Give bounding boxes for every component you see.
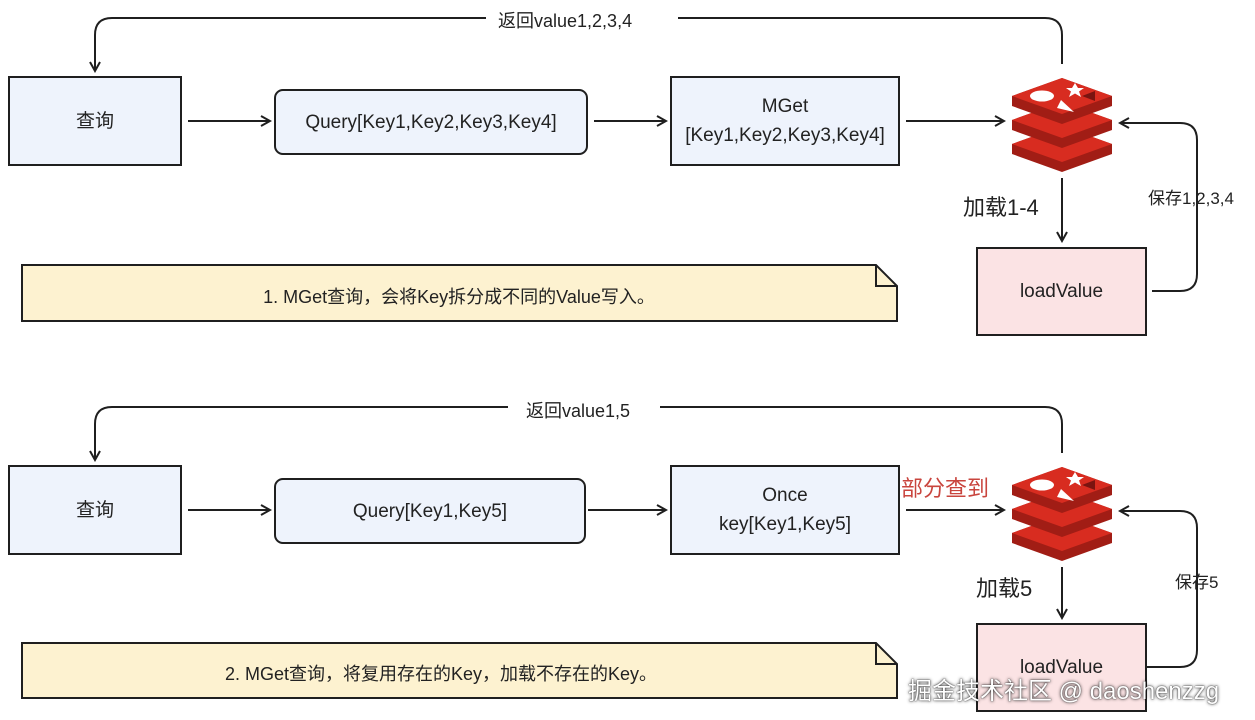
once-label: Once xyxy=(762,485,808,506)
arrow-save-back-2 xyxy=(1120,511,1198,668)
load-label-2: 加载5 xyxy=(976,576,1033,601)
arrow-save-back xyxy=(1120,123,1198,292)
query-box-label: 查询 xyxy=(75,110,114,132)
note-2-fold xyxy=(875,643,897,665)
load-value-box: loadValue xyxy=(976,247,1147,336)
load-value-box-2: loadValue xyxy=(976,623,1147,712)
arrow-return-values xyxy=(95,17,1063,71)
save-label: 保存1,2,3,4 xyxy=(1148,189,1234,208)
watermark-text: 掘金技术社区 @ daoshenzzg xyxy=(908,678,1220,705)
mget-keys-label: [Key1,Key2,Key3,Key4] xyxy=(685,125,885,146)
query-keys-label: Query[Key1,Key2,Key3,Key4] xyxy=(305,111,557,133)
redis-logo-icon xyxy=(1012,78,1112,172)
query-keys-label: Query[Key1,Key5] xyxy=(352,500,508,522)
note-1-text: 1. MGet查询，会将Key拆分成不同的Value写入。 xyxy=(263,287,655,307)
note-2-shape xyxy=(21,642,898,699)
save-label-2: 保存5 xyxy=(1175,573,1219,592)
arrow-return-values-2 xyxy=(95,406,1063,460)
query-box-2: 查询 xyxy=(8,465,182,555)
note-1-fold xyxy=(875,265,897,287)
partial-hit-label: 部分查到 xyxy=(901,476,990,501)
return-values-label-2: 返回value1,5 xyxy=(526,401,631,421)
query-box-label: 查询 xyxy=(75,499,114,521)
query-keys-box-2: Query[Key1,Key5] xyxy=(274,478,586,544)
load-value-label: loadValue xyxy=(1019,281,1104,302)
load-label: 加载1-4 xyxy=(963,195,1039,220)
query-box: 查询 xyxy=(8,76,182,166)
once-keys-label: key[Key1,Key5] xyxy=(718,514,852,535)
redis-logo-icon xyxy=(1012,467,1112,561)
return-values-label: 返回value1,2,3,4 xyxy=(498,11,633,31)
mget-label: MGet xyxy=(761,96,809,117)
note-2-text: 2. MGet查询，将复用存在的Key，加载不存在的Key。 xyxy=(224,664,658,684)
load-value-label: loadValue xyxy=(1019,657,1104,678)
note-1-shape xyxy=(21,264,898,322)
mget-box: MGet [Key1,Key2,Key3,Key4] xyxy=(670,76,900,166)
query-keys-box: Query[Key1,Key2,Key3,Key4] xyxy=(274,89,588,155)
once-box: Once key[Key1,Key5] xyxy=(670,465,900,555)
